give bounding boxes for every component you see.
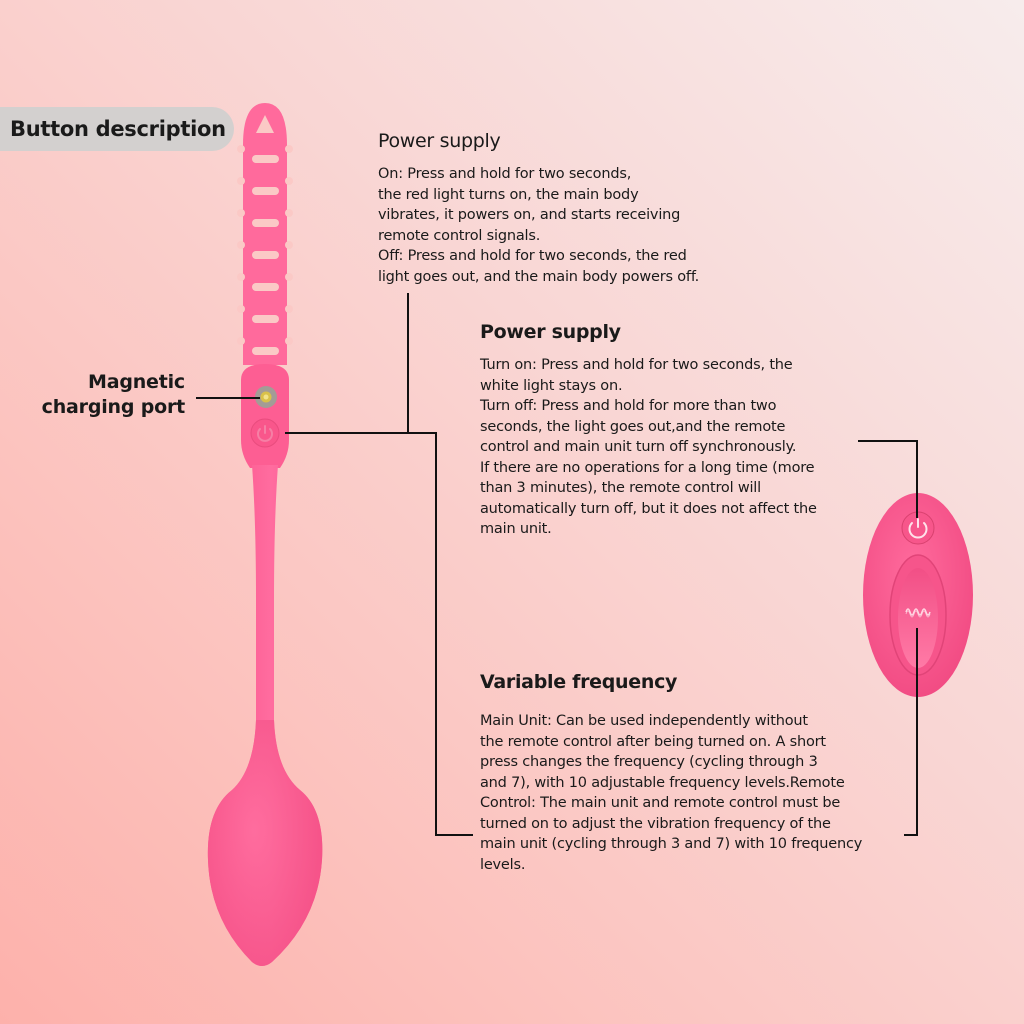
charging-port-connector — [196, 397, 260, 399]
remote-power-connector-h — [858, 440, 918, 442]
section-body: On: Press and hold for two seconds, the … — [378, 166, 700, 285]
section-power-supply-main: Power supply On: Press and hold for two … — [378, 128, 778, 287]
magnetic-port-icon — [255, 386, 277, 408]
main-power-connector-h2 — [435, 834, 473, 836]
charging-port-label: Magnetic charging port — [41, 371, 186, 418]
section-body: Turn on: Press and hold for two seconds,… — [480, 357, 817, 537]
section-title: Variable frequency — [480, 671, 678, 693]
main-power-button-icon[interactable] — [250, 418, 280, 448]
remote-wave-connector-h — [904, 834, 918, 836]
remote-power-connector-v — [916, 440, 918, 518]
section-title: Power supply — [480, 321, 621, 343]
section-variable-frequency: Variable frequency Main Unit: Can be use… — [480, 669, 920, 875]
section-body: Main Unit: Can be used independently wit… — [480, 713, 863, 873]
remote-wave-button-icon[interactable] — [904, 604, 932, 620]
button-description-title: Button description — [0, 107, 234, 151]
main-power-connector-v-up — [407, 293, 409, 433]
main-power-connector-h — [285, 432, 437, 434]
main-power-connector-v-down — [435, 432, 437, 836]
strap — [243, 103, 287, 365]
section-title: Power supply — [378, 130, 501, 152]
section-power-supply-remote: Power supply Turn on: Press and hold for… — [480, 319, 880, 540]
remote-power-button-icon[interactable] — [901, 511, 935, 545]
remote-wave-connector-v — [916, 628, 918, 836]
